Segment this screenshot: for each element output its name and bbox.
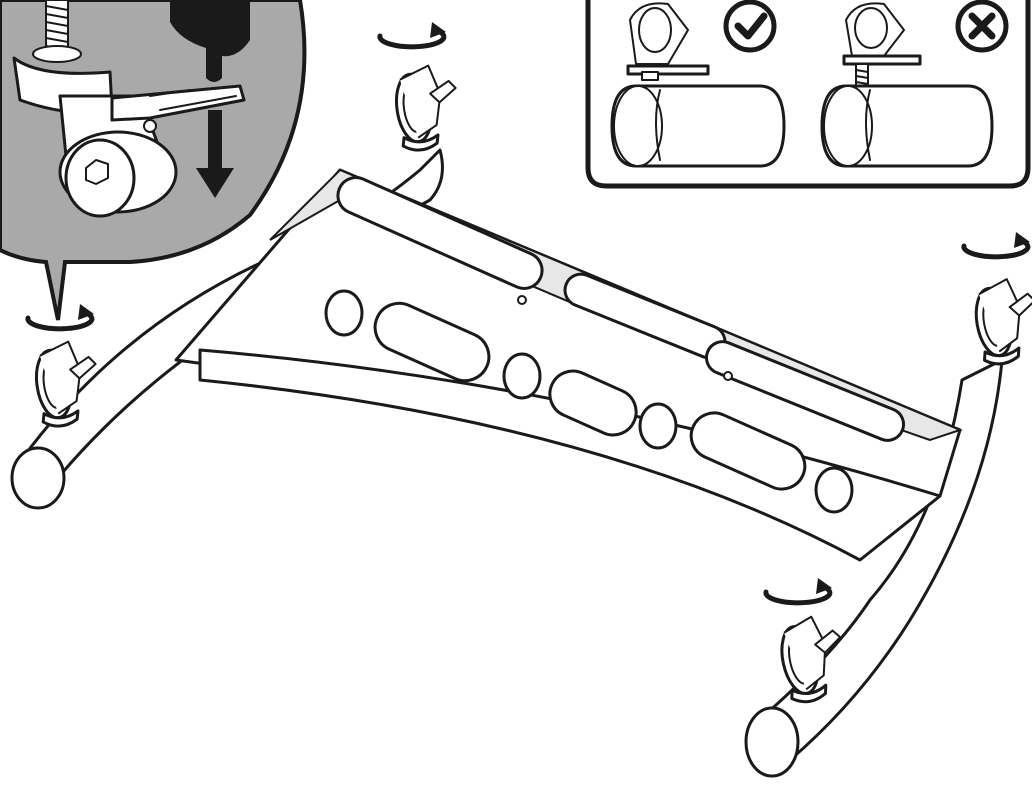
- left-leg-cap: [12, 448, 64, 508]
- check-icon: [726, 2, 774, 50]
- comparison-box: [588, 0, 1028, 186]
- right-leg-cap: [746, 708, 798, 776]
- side-hole: [326, 291, 362, 335]
- rotate-arrow-icon: [380, 22, 446, 47]
- side-hole: [640, 404, 676, 448]
- caster-left-rear: [392, 62, 464, 152]
- side-hole: [504, 354, 540, 398]
- rotate-arrow-icon: [964, 232, 1030, 257]
- rotate-arrow-icon: [766, 578, 832, 603]
- side-hole: [816, 468, 852, 512]
- caster-right-rear: [970, 275, 1032, 367]
